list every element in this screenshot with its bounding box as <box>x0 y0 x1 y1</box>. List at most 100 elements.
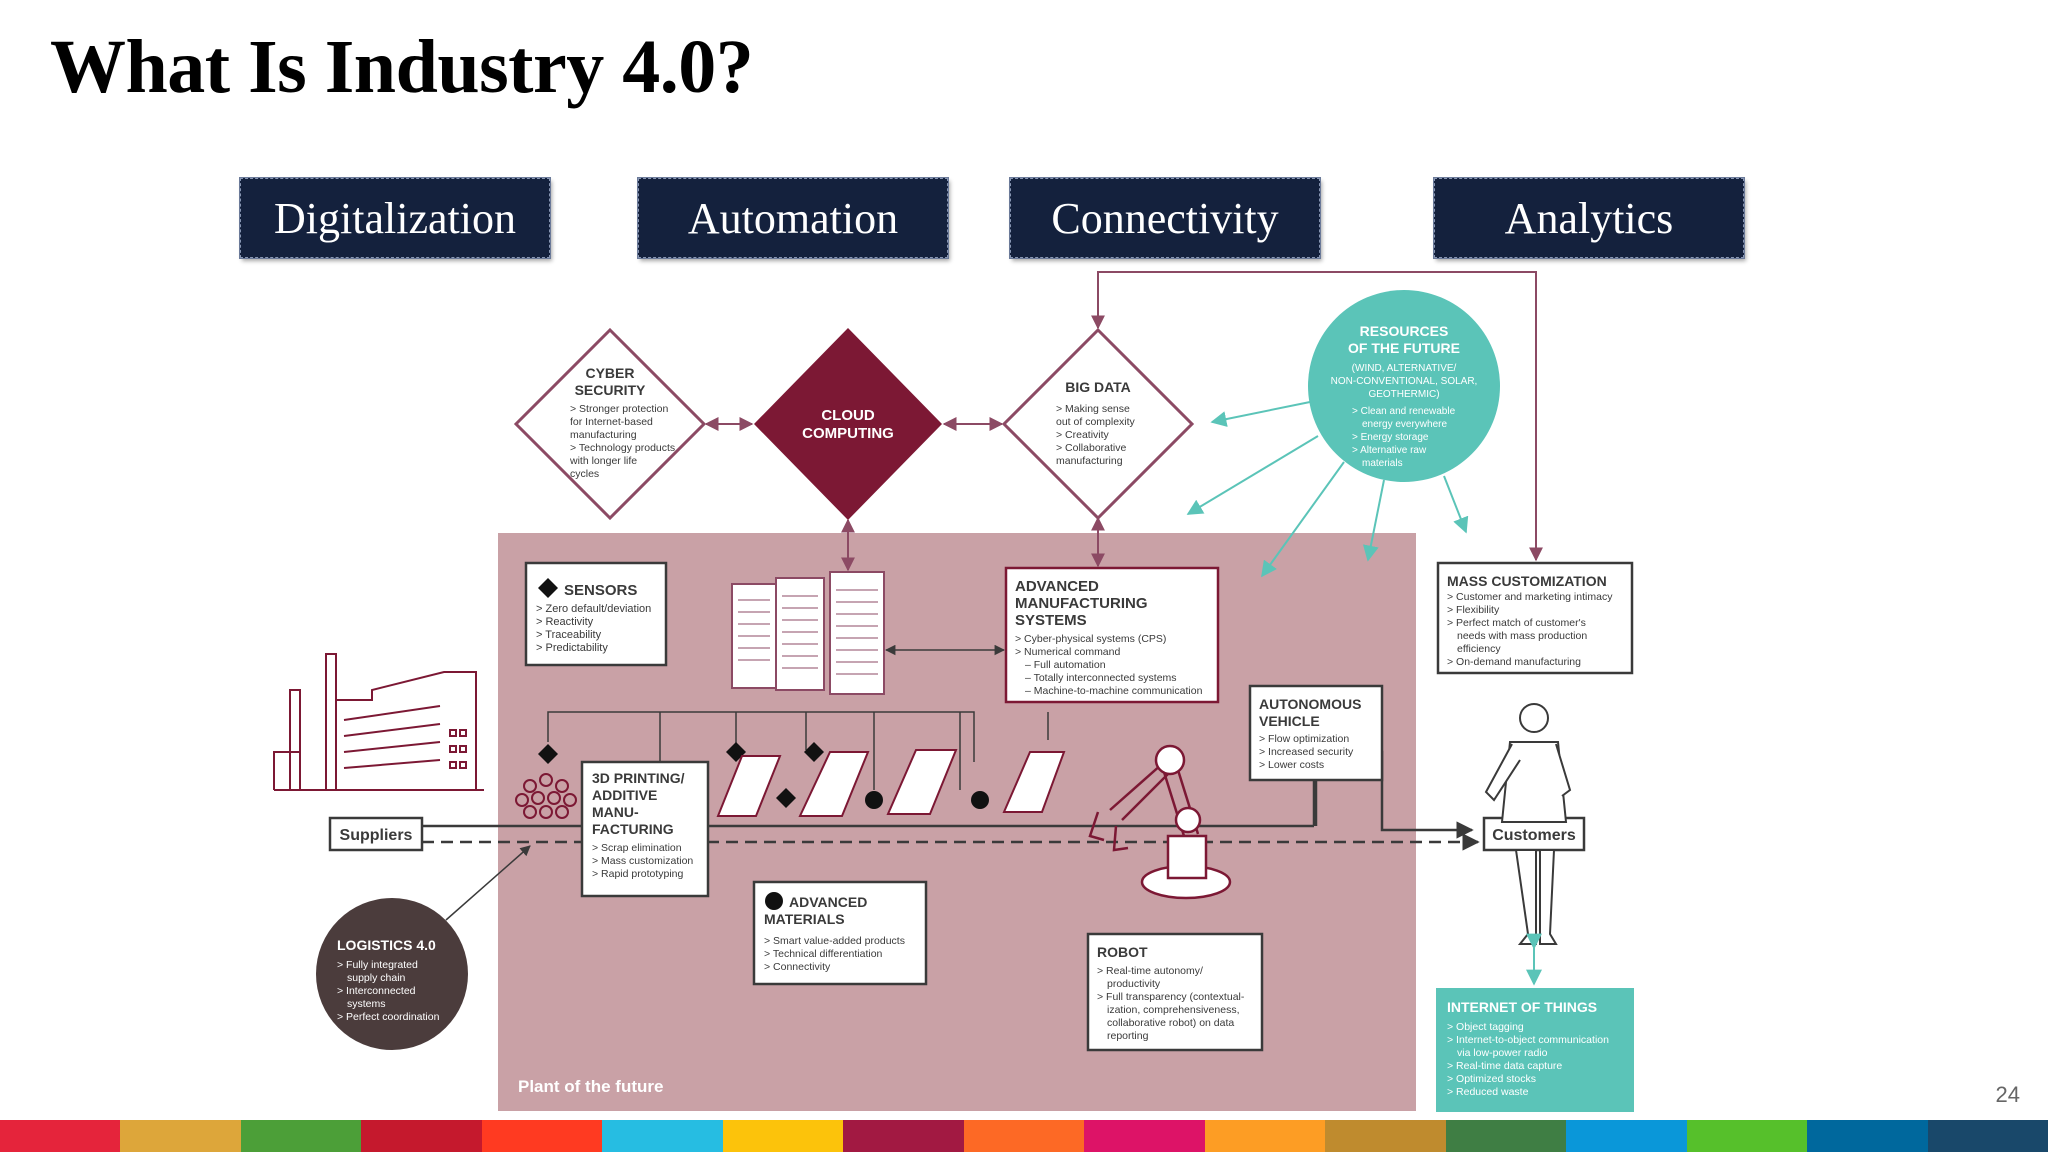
pillar-automation: Automation <box>638 178 948 258</box>
printing-title-3: MANU- <box>592 804 639 820</box>
color-stripe-segment <box>1084 1120 1205 1152</box>
robot-line: reporting <box>1107 1030 1149 1042</box>
printing-line: > Mass customization <box>592 855 693 867</box>
printing-title-4: FACTURING <box>592 821 674 837</box>
resources-line: > Alternative raw <box>1352 445 1427 456</box>
color-stripe-segment <box>963 1120 1085 1152</box>
ams-title-2: MANUFACTURING <box>1015 595 1148 612</box>
autonomous-vehicle-box <box>1248 684 1384 782</box>
vehicle-title: AUTONOMOUS <box>1259 696 1361 712</box>
distribution-lines <box>547 711 1049 790</box>
product-tiles-icon <box>716 749 1066 817</box>
color-stripe-segment <box>1445 1120 1567 1152</box>
printing-title-2: ADDITIVE <box>592 787 657 803</box>
ams-line: – Full automation <box>1025 659 1106 671</box>
mass-line: > Customer and marketing intimacy <box>1447 591 1613 603</box>
customer-person-icon <box>1484 703 1572 945</box>
robot-line: ization, comprehensiveness, <box>1107 1004 1240 1016</box>
color-stripe-segment <box>1566 1120 1687 1152</box>
resources-arrow <box>1443 475 1469 534</box>
materials-line: > Smart value-added products <box>764 935 905 947</box>
color-stripe-segment <box>240 1120 362 1152</box>
cyber-line: manufacturing <box>570 429 637 441</box>
logistics-line: supply chain <box>347 972 406 984</box>
resources-sub: (WIND, ALTERNATIVE/ <box>1352 363 1457 374</box>
robot-title: ROBOT <box>1097 944 1148 960</box>
logistics-line: > Interconnected <box>337 985 416 997</box>
color-stripe-segment <box>1927 1120 2048 1152</box>
iot-line: > Optimized stocks <box>1447 1073 1536 1085</box>
diamond-icon <box>804 742 824 762</box>
color-stripe-segment <box>0 1120 121 1152</box>
resources-line: materials <box>1362 458 1403 469</box>
bigdata-line: > Creativity <box>1056 429 1110 441</box>
suppliers-label: Suppliers <box>340 827 413 844</box>
cyber-title-2: SECURITY <box>575 382 646 398</box>
diamond-icon <box>538 744 558 764</box>
resources-line: > Energy storage <box>1352 432 1429 443</box>
logistics-title: LOGISTICS 4.0 <box>337 937 436 953</box>
resources-arrow <box>1261 461 1345 578</box>
robot-box <box>1086 932 1264 1052</box>
sensors-line: > Predictability <box>536 642 608 654</box>
vehicle-title-2: VEHICLE <box>1259 713 1320 729</box>
bigdata-title: BIG DATA <box>1065 379 1131 395</box>
pillar-connectivity: Connectivity <box>1010 178 1320 258</box>
mass-line: > Perfect match of customer's <box>1447 617 1586 629</box>
resources-title: RESOURCES <box>1360 323 1449 339</box>
mass-line: > Flexibility <box>1447 604 1500 616</box>
mass-line: needs with mass production <box>1457 630 1587 642</box>
sensors-line: > Zero default/deviation <box>536 603 651 615</box>
cyber-line: > Technology products <box>570 442 675 454</box>
big-data-diamond <box>1001 327 1195 521</box>
cyber-security-diamond <box>513 327 707 521</box>
vehicle-line: > Lower costs <box>1259 759 1324 771</box>
materials-title: ADVANCED <box>789 894 867 910</box>
3d-printing-box <box>580 760 710 898</box>
cloud-title: CLOUD <box>821 407 874 424</box>
diamond-icon <box>776 788 796 808</box>
color-stripe-segment <box>602 1120 723 1152</box>
ams-line: > Numerical command <box>1015 646 1120 658</box>
resources-sub: GEOTHERMIC) <box>1368 389 1439 400</box>
color-stripe-segment <box>361 1120 482 1152</box>
page-number: 24 <box>1995 1082 2020 1107</box>
printing-title: 3D PRINTING/ <box>592 770 685 786</box>
circle-icon <box>865 791 883 809</box>
bigdata-line: > Collaborative <box>1056 442 1126 454</box>
printing-line: > Rapid prototyping <box>592 868 684 880</box>
resources-sub: NON-CONVENTIONAL, SOLAR, <box>1331 376 1478 387</box>
materials-title-2: MATERIALS <box>764 911 845 927</box>
iot-line: > Internet-to-object communication <box>1447 1034 1609 1046</box>
iot-title: INTERNET OF THINGS <box>1447 999 1597 1015</box>
color-stripe-segment <box>120 1120 241 1152</box>
resources-line: energy everywhere <box>1362 419 1447 430</box>
circle-icon <box>971 791 989 809</box>
pellets-icon <box>515 773 577 819</box>
cyber-line: for Internet-based <box>570 416 653 428</box>
materials-line: > Connectivity <box>764 961 831 973</box>
color-stripe-segment <box>1686 1120 1808 1152</box>
iot-line: > Reduced waste <box>1447 1086 1529 1098</box>
materials-line: > Technical differentiation <box>764 948 883 960</box>
mass-line: efficiency <box>1457 643 1501 655</box>
iot-box <box>1436 988 1634 1112</box>
sensors-line: > Reactivity <box>536 616 594 628</box>
color-stripe-segment <box>481 1120 603 1152</box>
logistics-line: > Perfect coordination <box>337 1011 440 1023</box>
diamond-icon <box>538 578 558 598</box>
color-stripe-segment <box>1325 1120 1446 1152</box>
color-stripe-bar <box>0 1120 2048 1152</box>
page-title: What Is Industry 4.0? <box>50 25 754 109</box>
ams-line: – Machine-to-machine communication <box>1025 685 1203 697</box>
color-stripe-segment <box>1807 1120 1928 1152</box>
iot-line: > Real-time data capture <box>1447 1060 1562 1072</box>
robot-line: collaborative robot) on data <box>1107 1017 1234 1029</box>
cyber-line: > Stronger protection <box>570 403 669 415</box>
color-stripe-segment <box>1204 1120 1326 1152</box>
mass-customization-box <box>1436 561 1634 675</box>
iot-line: > Object tagging <box>1447 1021 1524 1033</box>
cloud-title-2: COMPUTING <box>802 425 894 442</box>
suppliers-box <box>328 816 424 852</box>
